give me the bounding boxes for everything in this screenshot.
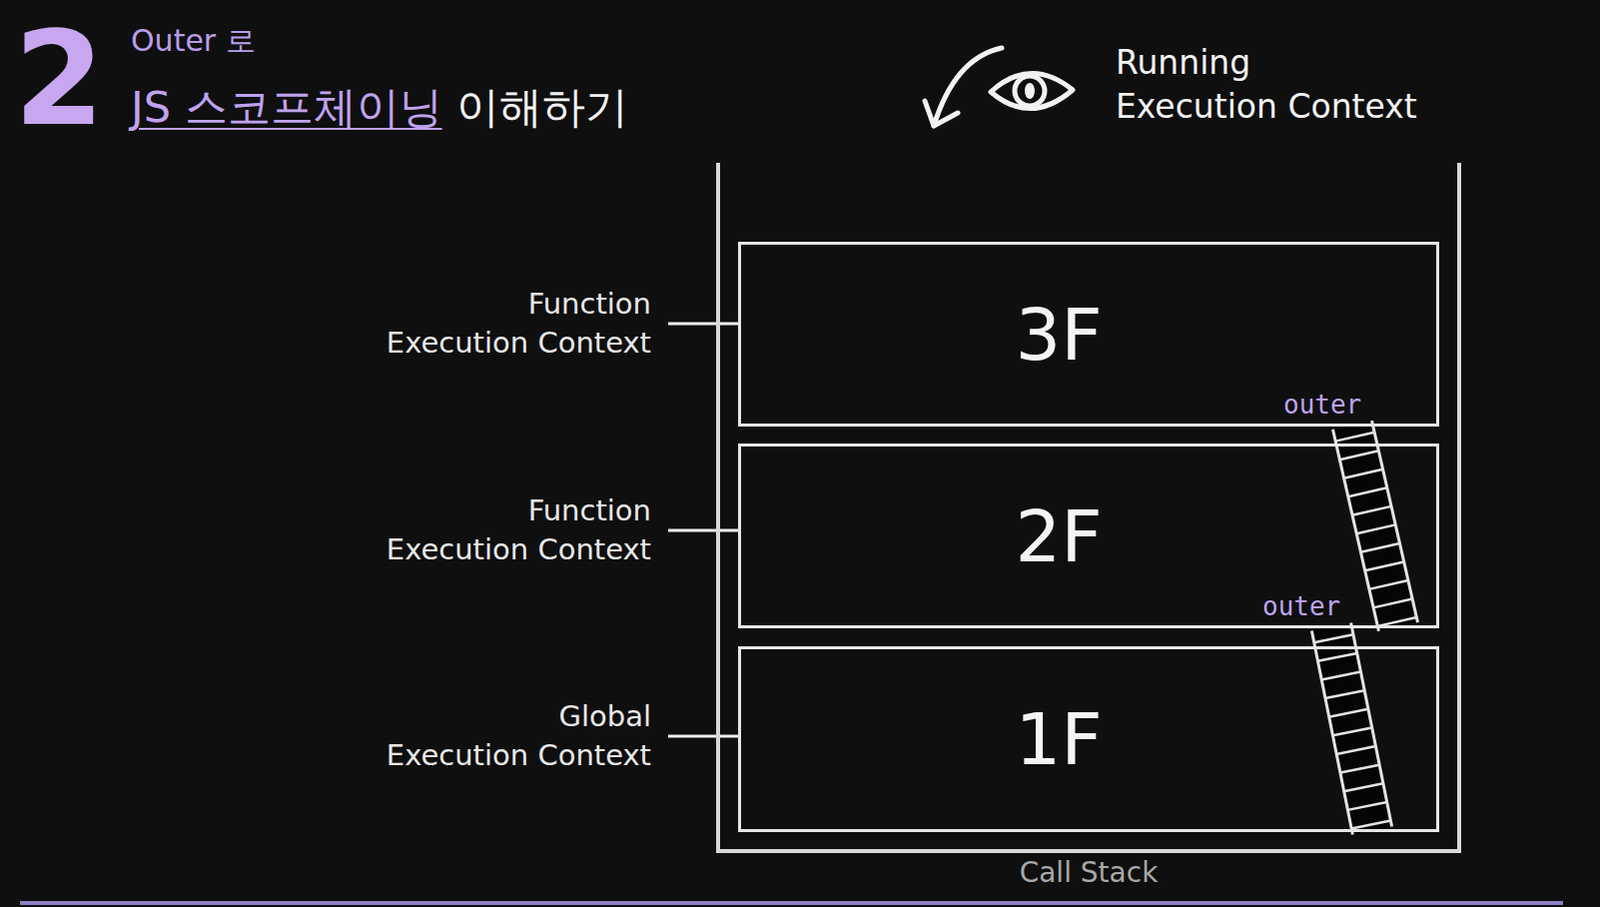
- ladder-shadow: [1332, 420, 1418, 632]
- ladder-rung: [1325, 690, 1365, 699]
- section-number: 2: [13, 13, 104, 144]
- ladder-rung: [1332, 727, 1372, 736]
- running-context-label: Running Execution Context: [1115, 40, 1421, 129]
- ladder-rung: [1377, 617, 1417, 627]
- ladder-rung: [1344, 469, 1384, 479]
- ladder-rung: [1335, 432, 1375, 442]
- edge-label: outer: [1283, 389, 1362, 420]
- context-label: Function Execution Context: [382, 284, 652, 363]
- edge-label: outer: [1262, 591, 1341, 622]
- ladder-rung: [1321, 672, 1361, 681]
- floor-label: 2F: [1014, 496, 1102, 577]
- ladder-connector: [1311, 623, 1392, 835]
- title-keyword: JS 스코프체이닝: [130, 79, 443, 134]
- ladder-shadow: [1311, 623, 1392, 835]
- floor-box: 1F: [738, 646, 1440, 832]
- ladder-rung: [1373, 598, 1413, 608]
- ladder-rung: [1365, 561, 1405, 571]
- ladder-rung: [1336, 746, 1376, 755]
- ladder-rung: [1344, 783, 1384, 792]
- ladder-rung: [1356, 524, 1396, 534]
- ladder-rung: [1369, 580, 1409, 590]
- ladder-rung: [1339, 450, 1379, 460]
- ladder-rung: [1314, 634, 1354, 643]
- floor-label: 1F: [1014, 699, 1102, 780]
- ladder-rail: [1372, 420, 1419, 623]
- subtitle: Outer 로: [130, 21, 256, 60]
- ladder-connector: [1332, 420, 1418, 632]
- ladder-rung: [1318, 653, 1358, 662]
- ladder-rung: [1347, 801, 1387, 810]
- stack-caption: Call Stack: [720, 856, 1458, 889]
- ladder-rung: [1340, 765, 1380, 774]
- ladder-rung: [1351, 820, 1391, 829]
- pointer-arrow: [924, 47, 1002, 126]
- ladder-rung: [1329, 709, 1369, 718]
- context-label: Function Execution Context: [382, 491, 652, 570]
- ladder-rung: [1360, 543, 1400, 553]
- bottom-bar: [19, 900, 1564, 905]
- ladder-rung: [1352, 506, 1392, 516]
- context-label: Global Execution Context: [382, 697, 652, 776]
- title-text: 이해하기: [456, 79, 629, 134]
- floor-label: 3F: [1014, 294, 1102, 375]
- call-stack-container: Call Stack3F2F1F: [716, 162, 1462, 853]
- ladder-rung: [1348, 487, 1388, 497]
- leader-line: [668, 323, 739, 737]
- eye-icon: [990, 72, 1073, 108]
